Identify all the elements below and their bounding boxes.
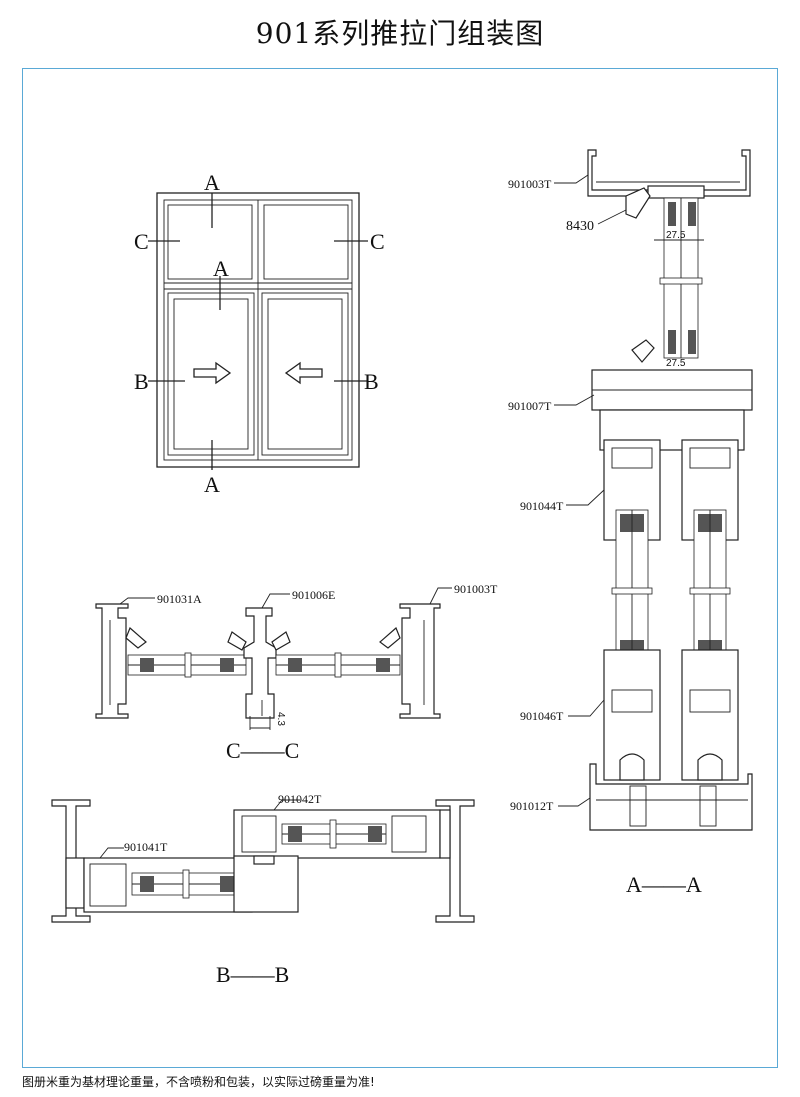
part-901006e: 901006E — [292, 588, 335, 602]
section-bb-drawing — [51, 799, 475, 923]
marker-b-left: B — [134, 369, 149, 394]
dimension-27-5-top: 27.5 — [666, 230, 686, 241]
marker-a-bottom: A — [204, 472, 220, 497]
part-901007t: 901007T — [508, 399, 552, 413]
part-8430: 8430 — [566, 219, 594, 234]
part-901041t: 901041T — [124, 840, 168, 854]
marker-c-left: C — [134, 229, 149, 254]
part-901031a: 901031A — [157, 592, 202, 606]
dimension-4-3: 4.3 — [275, 712, 286, 726]
marker-b-right: B — [364, 369, 379, 394]
section-cc-label: C——C — [226, 738, 299, 763]
marker-a-middle: A — [213, 256, 229, 281]
part-901003t-cc: 901003T — [454, 582, 498, 596]
section-bb-label: B——B — [216, 962, 289, 987]
footer-note: 图册米重为基材理论重量，不含喷粉和包装，以实际过磅重量为准! — [22, 1075, 375, 1089]
part-901012t: 901012T — [510, 799, 554, 813]
marker-a-top: A — [204, 170, 220, 195]
page-title: 901系列推拉门组装图 — [255, 17, 545, 50]
door-elevation — [148, 192, 368, 470]
section-cc-drawing — [95, 587, 452, 730]
part-901046t: 901046T — [520, 709, 564, 723]
dimension-27-5-bottom: 27.5 — [666, 358, 686, 369]
section-aa-drawing — [554, 149, 753, 831]
marker-c-right: C — [370, 229, 385, 254]
section-aa-label: A——A — [626, 872, 702, 897]
part-901003t-aa: 901003T — [508, 177, 552, 191]
part-901042t: 901042T — [278, 792, 322, 806]
drawing-border — [22, 68, 778, 1068]
part-901044t: 901044T — [520, 499, 564, 513]
